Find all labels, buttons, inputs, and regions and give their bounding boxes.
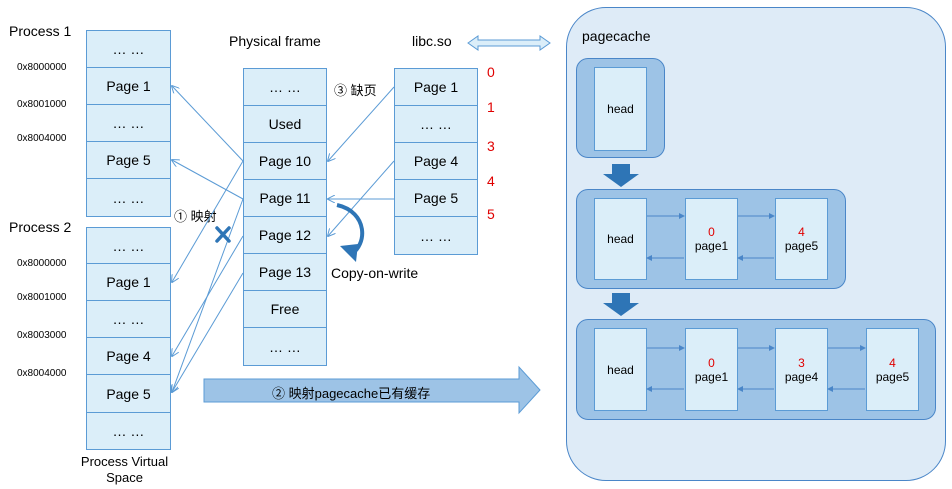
cached-mapping-label: ② 映射pagecache已有缓存 bbox=[272, 386, 431, 401]
libc-page-number: 5 bbox=[487, 206, 495, 222]
process2-title: Process 2 bbox=[9, 219, 72, 235]
pagecache-page-node: 4 page5 bbox=[866, 328, 919, 411]
physical-frame-cell: Free bbox=[243, 291, 327, 328]
map-line-p11-to-p1-page5 bbox=[172, 160, 244, 200]
process1-address: 0x8004000 bbox=[17, 133, 67, 144]
page-label: page1 bbox=[694, 369, 729, 384]
libc-pages: Page 1 … … Page 4 Page 5 … … bbox=[394, 68, 478, 255]
process2-address: 0x8000000 bbox=[17, 258, 67, 269]
pagecache-head-node-3: head bbox=[594, 328, 647, 411]
map-label: ① 映射 bbox=[174, 209, 217, 224]
libc-page-cell: … … bbox=[394, 106, 478, 143]
copy-on-write-label: Copy-on-write bbox=[331, 265, 419, 281]
process1-pages: … … Page 1 … … Page 5 … … bbox=[86, 30, 171, 217]
process2-page-cell: … … bbox=[86, 413, 171, 450]
libc-page-cell: Page 5 bbox=[394, 180, 478, 217]
physical-frame-cell: Page 10 bbox=[243, 143, 327, 180]
physical-frame-cell: Used bbox=[243, 106, 327, 143]
libc-page-cell: Page 1 bbox=[394, 68, 478, 106]
page-label: page4 bbox=[784, 369, 819, 384]
fault-line-libc-page1-to-page10 bbox=[328, 86, 395, 161]
libc-page-cell: … … bbox=[394, 217, 478, 255]
libc-title: libc.so bbox=[412, 33, 452, 49]
physical-frame-cell: … … bbox=[243, 68, 327, 106]
cross-icon bbox=[215, 226, 231, 243]
process2-address: 0x8001000 bbox=[17, 292, 67, 303]
map-line-p10-to-p1-page1 bbox=[172, 86, 244, 162]
map-line-p12-to-p2-page4 bbox=[172, 235, 244, 356]
page-index: 4 bbox=[889, 355, 896, 370]
libc-page-number: 4 bbox=[487, 173, 495, 189]
process2-address: 0x8003000 bbox=[17, 330, 67, 341]
process2-address: 0x8004000 bbox=[17, 368, 67, 379]
pagecache-page-node: 0 page1 bbox=[685, 328, 738, 411]
process1-page-cell: … … bbox=[86, 105, 171, 142]
process1-page-cell: … … bbox=[86, 30, 171, 68]
big-arrow-to-pagecache-icon bbox=[203, 365, 541, 415]
process1-title: Process 1 bbox=[9, 23, 72, 39]
process2-page-cell: … … bbox=[86, 301, 171, 338]
physical-frame-cell: Page 13 bbox=[243, 254, 327, 291]
process2-page-cell: Page 1 bbox=[86, 264, 171, 301]
process2-page-cell: Page 4 bbox=[86, 338, 171, 375]
physical-frames: … … Used Page 10 Page 11 Page 12 Page 13… bbox=[243, 68, 327, 366]
down-arrow-icon bbox=[603, 164, 639, 187]
libc-page-number: 0 bbox=[487, 64, 495, 80]
map-line-p13-to-p2-page5 bbox=[172, 272, 244, 392]
pagecache-title: pagecache bbox=[582, 28, 651, 44]
virtual-space-label: Process Virtual Space bbox=[80, 454, 169, 485]
libc-page-number: 1 bbox=[487, 99, 495, 115]
head-label: head bbox=[607, 362, 634, 377]
page-index: 4 bbox=[798, 225, 805, 239]
libc-page-number: 3 bbox=[487, 138, 495, 154]
process2-page-cell: … … bbox=[86, 227, 171, 264]
process2-page-cell: Page 5 bbox=[86, 375, 171, 413]
page-label: page5 bbox=[784, 239, 819, 253]
map-line-p10-to-p2-page1 bbox=[172, 160, 244, 282]
process1-page-cell: Page 1 bbox=[86, 68, 171, 105]
process1-address: 0x8000000 bbox=[17, 62, 67, 73]
page-index: 3 bbox=[798, 355, 805, 370]
physical-frame-cell: Page 11 bbox=[243, 180, 327, 217]
process2-pages: … … Page 1 … … Page 4 Page 5 … … bbox=[86, 227, 171, 450]
down-arrow-icon bbox=[603, 293, 639, 316]
page-index: 0 bbox=[708, 225, 715, 239]
pagecache-page-node: 4 page5 bbox=[775, 198, 828, 280]
head-label: head bbox=[607, 102, 634, 116]
page-fault-label: ③ 缺页 bbox=[334, 83, 377, 98]
copy-on-write-arrow-icon bbox=[336, 203, 365, 262]
head-label: head bbox=[607, 232, 634, 246]
double-arrow-icon bbox=[467, 35, 551, 51]
load-line-libc-page4-to-page12 bbox=[328, 160, 395, 236]
page-label: page5 bbox=[875, 369, 910, 384]
process1-page-cell: … … bbox=[86, 179, 171, 217]
pagecache-head-node-1: head bbox=[594, 67, 647, 151]
physical-frame-title: Physical frame bbox=[229, 33, 321, 49]
process1-address: 0x8001000 bbox=[17, 99, 67, 110]
physical-frame-cell: … … bbox=[243, 328, 327, 366]
physical-frame-cell: Page 12 bbox=[243, 217, 327, 254]
page-index: 0 bbox=[708, 355, 715, 370]
pagecache-page-node: 3 page4 bbox=[775, 328, 828, 411]
page-label: page1 bbox=[694, 239, 729, 253]
pagecache-page-node: 0 page1 bbox=[685, 198, 738, 280]
libc-page-cell: Page 4 bbox=[394, 143, 478, 180]
pagecache-head-node-2: head bbox=[594, 198, 647, 280]
